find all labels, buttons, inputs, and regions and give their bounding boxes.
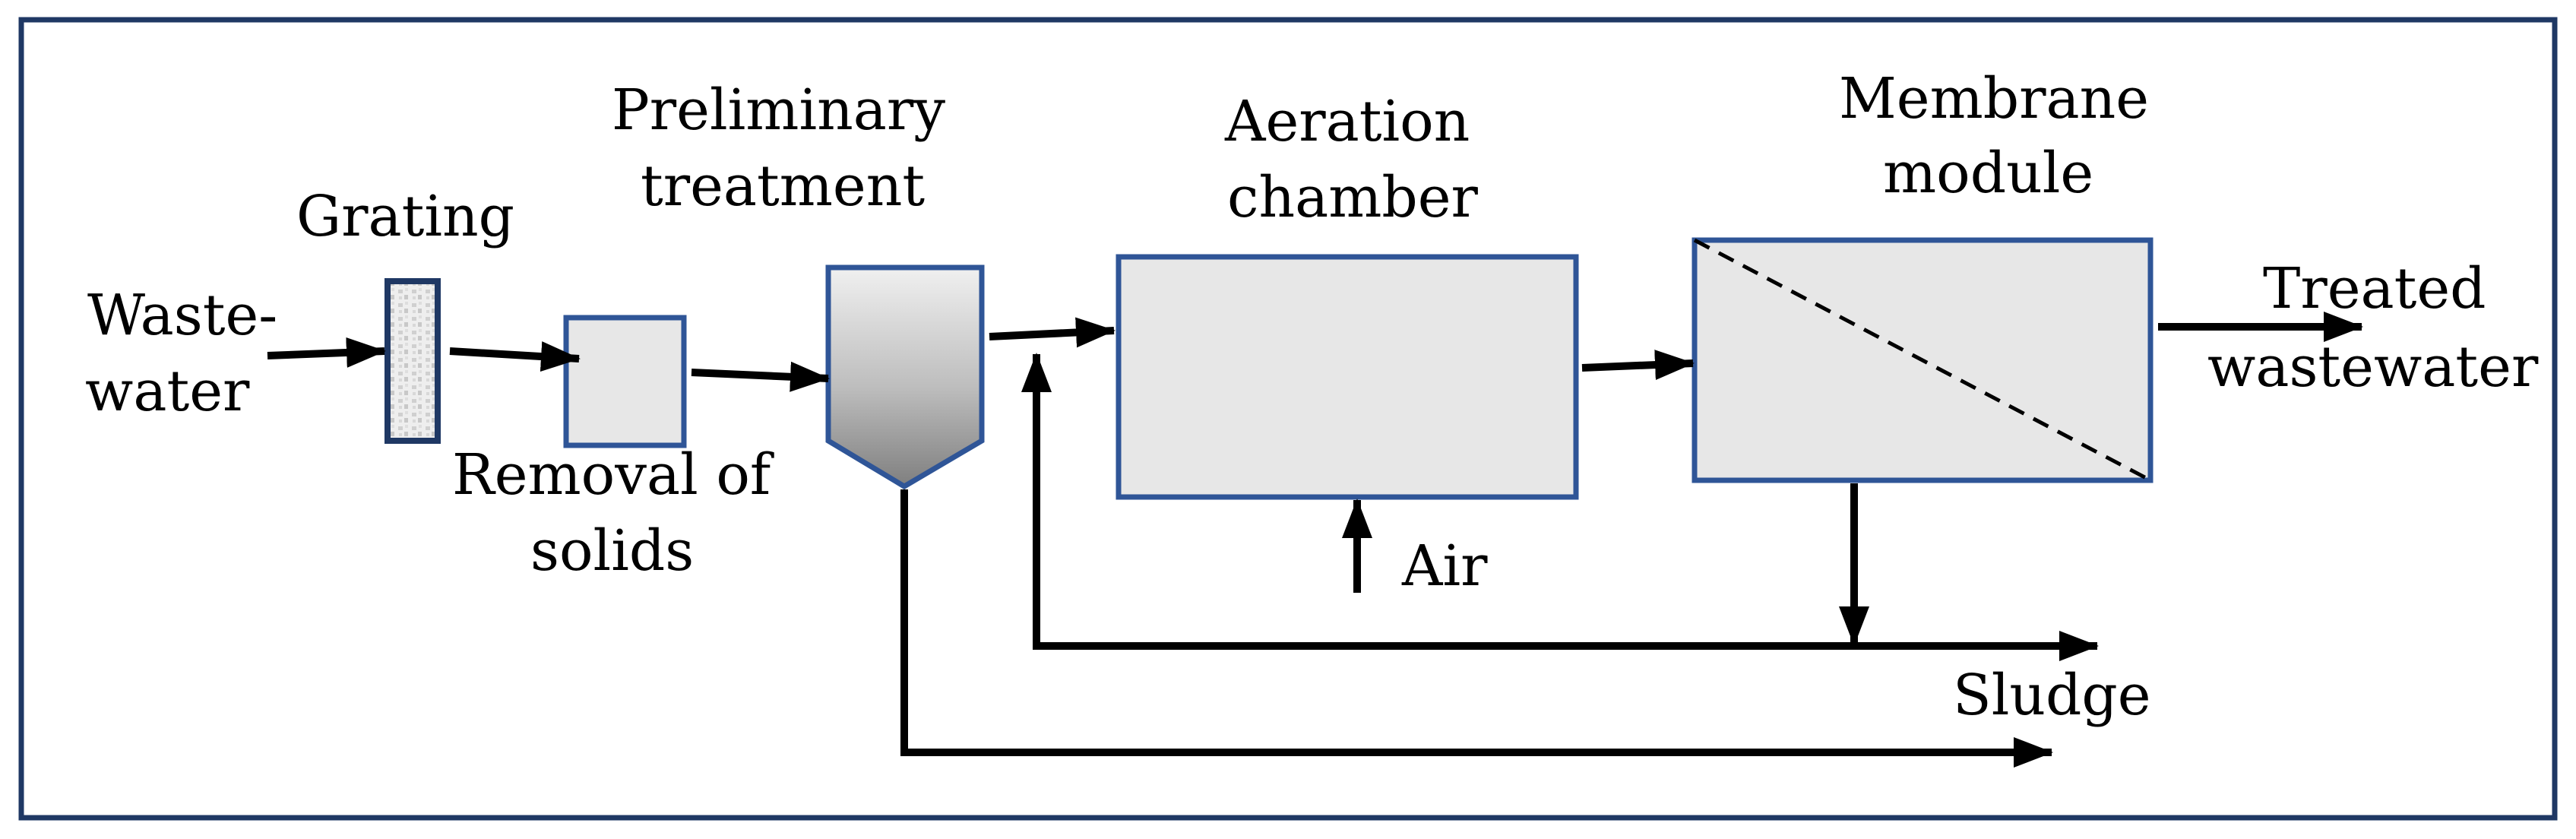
- inflow-arrow: [267, 337, 386, 368]
- grating-icon: [385, 278, 441, 444]
- membrane-dashed-line: [1693, 238, 2152, 483]
- preliminary-to-aeration-arrow: [989, 317, 1116, 348]
- aeration-to-membrane-arrow: [1581, 350, 1695, 381]
- tank-discharge-line: [900, 489, 2053, 768]
- membrane-label-line2: module: [1883, 141, 2093, 206]
- sludge-recycle-line: [1021, 353, 2088, 650]
- treated-label-line1: Treated: [2263, 256, 2486, 321]
- solids-removal-box: [563, 315, 687, 448]
- preliminary-treatment-tank-icon: [825, 264, 985, 490]
- wastewater-label-line2: water: [85, 359, 250, 424]
- air-label: Air: [1401, 533, 1488, 599]
- wastewater-label-line1: Waste-: [87, 283, 277, 348]
- removal-label-line1: Removal of: [452, 442, 774, 508]
- preliminary-label-line2: treatment: [641, 154, 925, 219]
- membrane-label-line1: Membrane: [1839, 66, 2149, 131]
- removal-label-line2: solids: [530, 518, 694, 584]
- preliminary-label-line1: Preliminary: [612, 78, 945, 143]
- aeration-label-line1: Aeration: [1224, 89, 1470, 154]
- aeration-label-line2: chamber: [1227, 165, 1479, 230]
- sludge-label: Sludge: [1953, 663, 2151, 728]
- aeration-chamber-box: [1116, 254, 1579, 500]
- treated-label-line2: wastewater: [2207, 334, 2539, 400]
- grating-to-solids-arrow: [449, 341, 581, 372]
- grating-label: Grating: [296, 184, 514, 249]
- solids-to-preliminary-arrow: [691, 361, 830, 392]
